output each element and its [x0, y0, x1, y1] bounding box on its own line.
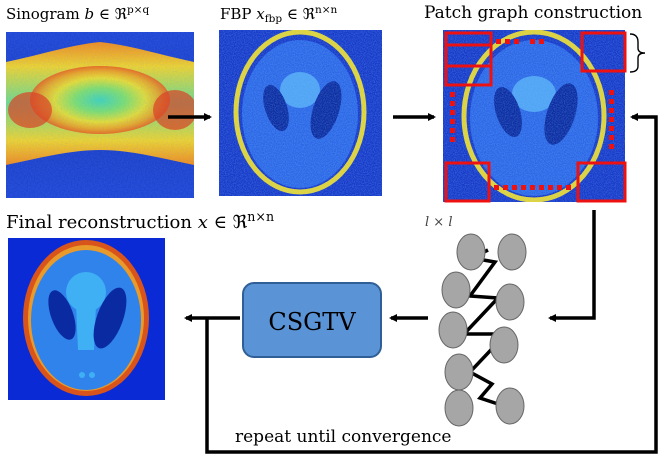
graph-node	[495, 387, 525, 425]
patch-chain	[450, 39, 614, 190]
patch-box	[444, 161, 491, 203]
patch-size-label: l × l	[425, 215, 453, 230]
graph-node	[438, 311, 468, 349]
graph-node	[441, 271, 471, 309]
final-reconstruction-label: Final reconstruction x ∈ ℜn×n	[6, 209, 275, 233]
patch-box	[444, 43, 493, 87]
patch-size-brace	[629, 33, 646, 73]
patch-box	[576, 161, 627, 203]
patch-graph	[438, 233, 527, 427]
final-reconstruction-image	[8, 238, 165, 400]
loop-arrow	[205, 113, 658, 454]
graph-node	[489, 326, 519, 364]
csgtv-block: CSGTV	[242, 282, 382, 358]
flow-arrows	[168, 113, 658, 454]
graph-node	[444, 389, 474, 427]
sinogram-label: Sinogram b ∈ ℜp×q	[6, 4, 150, 23]
graph-nodes	[438, 233, 527, 427]
graph-node	[444, 353, 474, 391]
patch-box	[580, 31, 627, 73]
patch-graph-image	[443, 30, 627, 203]
fbp-image	[219, 30, 382, 196]
arrow-patch-to-graph	[548, 210, 596, 322]
sinogram-image	[6, 32, 194, 198]
loop-label: repeat until convergence	[235, 427, 452, 447]
patch-graph-label: Patch graph construction	[424, 3, 643, 23]
fbp-label: FBP xfbp ∈ ℜn×n	[220, 4, 338, 26]
graph-node	[497, 233, 527, 271]
graph-node	[456, 233, 486, 271]
csgtv-label: CSGTV	[268, 308, 356, 336]
graph-node	[495, 283, 525, 321]
